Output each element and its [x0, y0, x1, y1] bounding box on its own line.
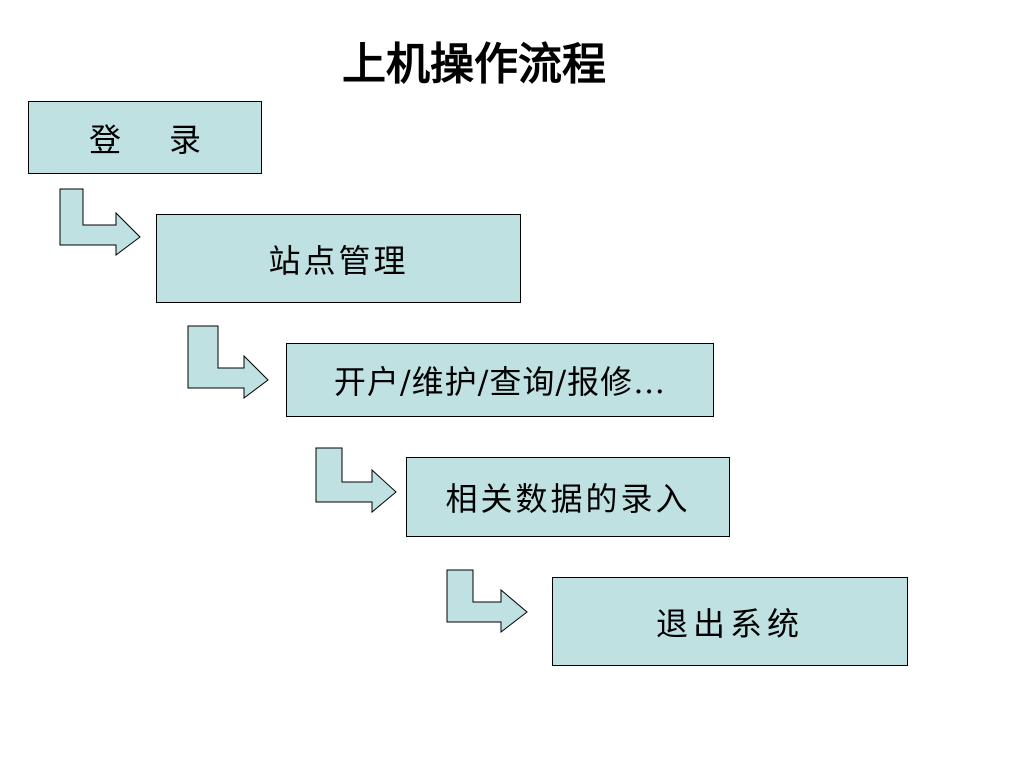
step-account-operations-box: 开户/维护/查询/报修…: [286, 343, 714, 417]
bent-arrow-icon-3: [315, 447, 397, 514]
step-site-management-box: 站点管理: [156, 214, 521, 303]
bent-arrow-icon-1: [59, 188, 141, 256]
bent-arrow-icon-2: [187, 325, 269, 399]
step-login-box: 登录: [28, 101, 262, 174]
page-title: 上机操作流程: [342, 39, 606, 90]
bent-arrow-icon-4: [446, 569, 528, 634]
step-data-entry-box: 相关数据的录入: [406, 457, 730, 537]
step-exit-system-box: 退出系统: [552, 577, 908, 666]
